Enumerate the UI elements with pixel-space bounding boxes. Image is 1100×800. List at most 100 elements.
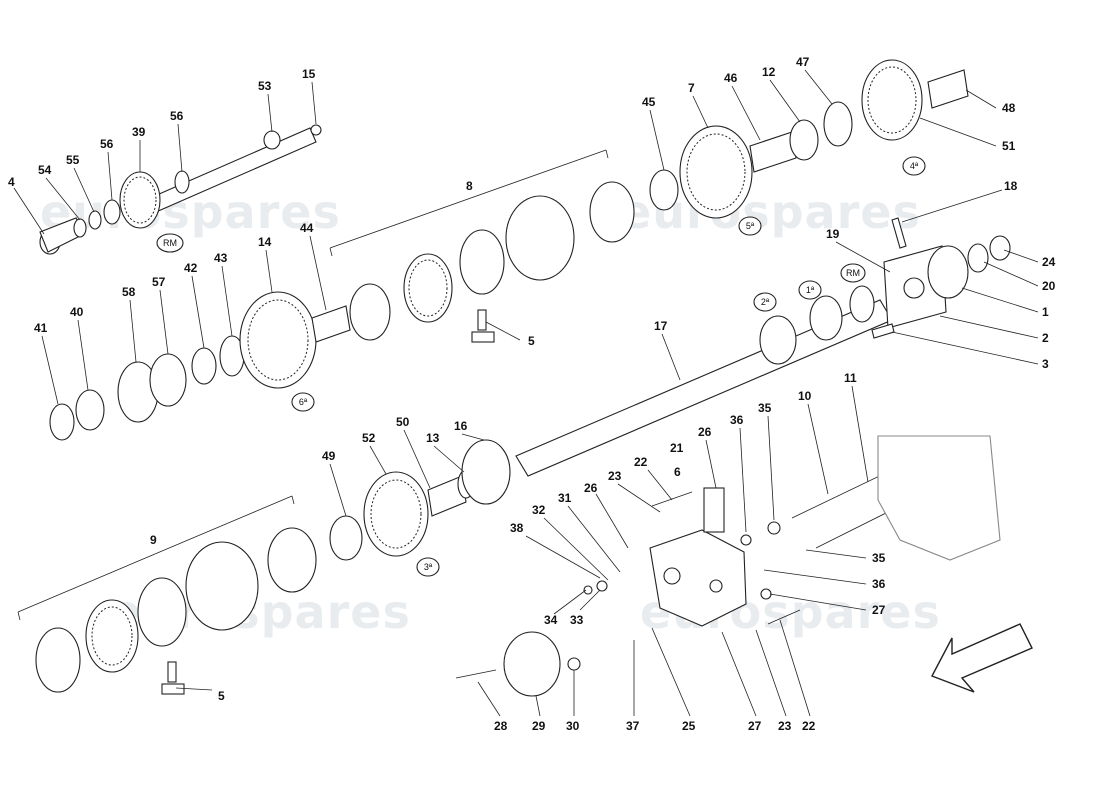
synchro-ring-a <box>349 283 391 341</box>
lower-synchro-hub <box>137 577 187 647</box>
label-part-45: 45 <box>642 95 656 109</box>
detent-groups <box>161 309 495 695</box>
part-1-bearing <box>927 245 969 299</box>
part-55-ring <box>88 210 102 230</box>
part-54-ring <box>73 218 87 238</box>
marker-6th-ring <box>291 392 315 412</box>
label-part-37: 37 <box>626 719 640 733</box>
label-part-57: 57 <box>152 275 166 289</box>
label-part-1: 1 <box>1042 305 1049 319</box>
leader-7 <box>692 95 709 129</box>
label-part-49: 49 <box>322 449 336 463</box>
leader-25 <box>651 627 691 717</box>
marker-4th-ring <box>902 156 926 176</box>
label-part-40: 40 <box>70 305 84 319</box>
label-part-33: 33 <box>570 613 584 627</box>
leader-55 <box>73 167 95 213</box>
lower-synchro-ring-c <box>267 527 317 593</box>
leader-36-right <box>763 569 867 585</box>
label-part-51: 51 <box>1002 139 1016 153</box>
label-part-11: 11 <box>844 371 857 385</box>
label-part-27-right: 27 <box>872 603 886 617</box>
leader-56b <box>177 123 183 173</box>
part-labels: 1 2 3 4 5 5 6 7 8 9 10 11 12 13 14 15 16… <box>8 55 1056 733</box>
marker-rm-right-text: RM <box>846 268 860 278</box>
bracket-9 <box>17 495 293 613</box>
label-part-8: 8 <box>466 179 473 193</box>
marker-4th-text: 4ª <box>910 161 919 171</box>
marker-2nd: 2ª <box>753 292 777 312</box>
label-part-6: 6 <box>674 465 681 479</box>
label-part-52: 52 <box>362 431 376 445</box>
part-53-collar <box>263 130 281 150</box>
part-52-gear-3rd <box>363 471 429 557</box>
marker-3rd-text: 3ª <box>424 562 433 572</box>
leader-41 <box>41 335 59 405</box>
leader-19 <box>835 241 891 273</box>
label-part-38: 38 <box>510 521 524 535</box>
label-part-42: 42 <box>184 261 198 275</box>
gearbox-case-fragment <box>877 435 1001 561</box>
leader-29 <box>535 695 541 717</box>
label-part-39: 39 <box>132 125 146 139</box>
part-6-bolt <box>651 491 693 507</box>
part-17-gear-rm <box>849 285 875 323</box>
label-part-4: 4 <box>8 175 15 189</box>
label-part-7: 7 <box>688 81 695 95</box>
part-49-bearing <box>329 515 363 561</box>
label-part-55: 55 <box>66 153 80 167</box>
part-12-washer <box>789 119 819 161</box>
label-part-30: 30 <box>566 719 580 733</box>
marker-rm-top: RM <box>156 233 184 253</box>
label-part-14: 14 <box>258 235 272 249</box>
part-21-bracket <box>703 487 725 533</box>
leader-28 <box>477 681 501 717</box>
label-part-27-bottom: 27 <box>748 719 762 733</box>
label-part-13: 13 <box>426 431 440 445</box>
part-20-ring <box>967 243 989 273</box>
part-10-stud <box>791 469 893 519</box>
leader-2 <box>939 315 1039 339</box>
marker-6th: 6ª <box>291 392 315 412</box>
label-part-19: 19 <box>826 227 840 241</box>
part-14-gear-teeth <box>247 299 309 381</box>
leader-49 <box>329 463 347 517</box>
label-part-35-right: 35 <box>872 551 886 565</box>
marker-3rd-ring <box>416 557 440 577</box>
lower-synchro-ring-b <box>85 599 139 673</box>
part-48-sleeve <box>927 69 969 109</box>
leader-50 <box>403 429 431 489</box>
label-part-32: 32 <box>532 503 546 517</box>
label-part-2: 2 <box>1042 331 1049 345</box>
label-part-3: 3 <box>1042 357 1049 371</box>
label-part-58: 58 <box>122 285 136 299</box>
label-part-23-bottom: 23 <box>778 719 792 733</box>
leader-lines <box>13 69 1039 717</box>
leader-3 <box>891 331 1039 365</box>
part-16-bearing <box>461 439 511 505</box>
marker-5th-ring <box>738 216 762 236</box>
part-57-bearing <box>149 353 187 407</box>
part-46-spacer <box>749 131 797 173</box>
leader-42 <box>191 275 205 349</box>
leader-35-top <box>767 415 775 521</box>
part-5-spring-lower <box>167 661 177 683</box>
part-40-nut <box>75 389 105 431</box>
synchro-hub <box>459 229 505 295</box>
part-39-gear <box>119 171 161 229</box>
label-part-43: 43 <box>214 251 228 265</box>
part-56-bearing-2 <box>174 170 190 194</box>
part-35-fitting <box>767 521 781 535</box>
top-right-gears <box>679 59 969 219</box>
label-part-35-top: 35 <box>758 401 772 415</box>
leader-11 <box>851 385 869 483</box>
label-part-31: 31 <box>558 491 572 505</box>
leader-45 <box>649 109 665 171</box>
leader-10 <box>807 403 829 495</box>
label-part-24: 24 <box>1042 255 1056 269</box>
reverse-gear-group <box>49 291 351 441</box>
arrow-southwest-icon <box>931 623 1033 693</box>
part-34-ball <box>583 585 593 595</box>
label-part-41: 41 <box>34 321 48 335</box>
part-41-nut <box>49 403 75 441</box>
